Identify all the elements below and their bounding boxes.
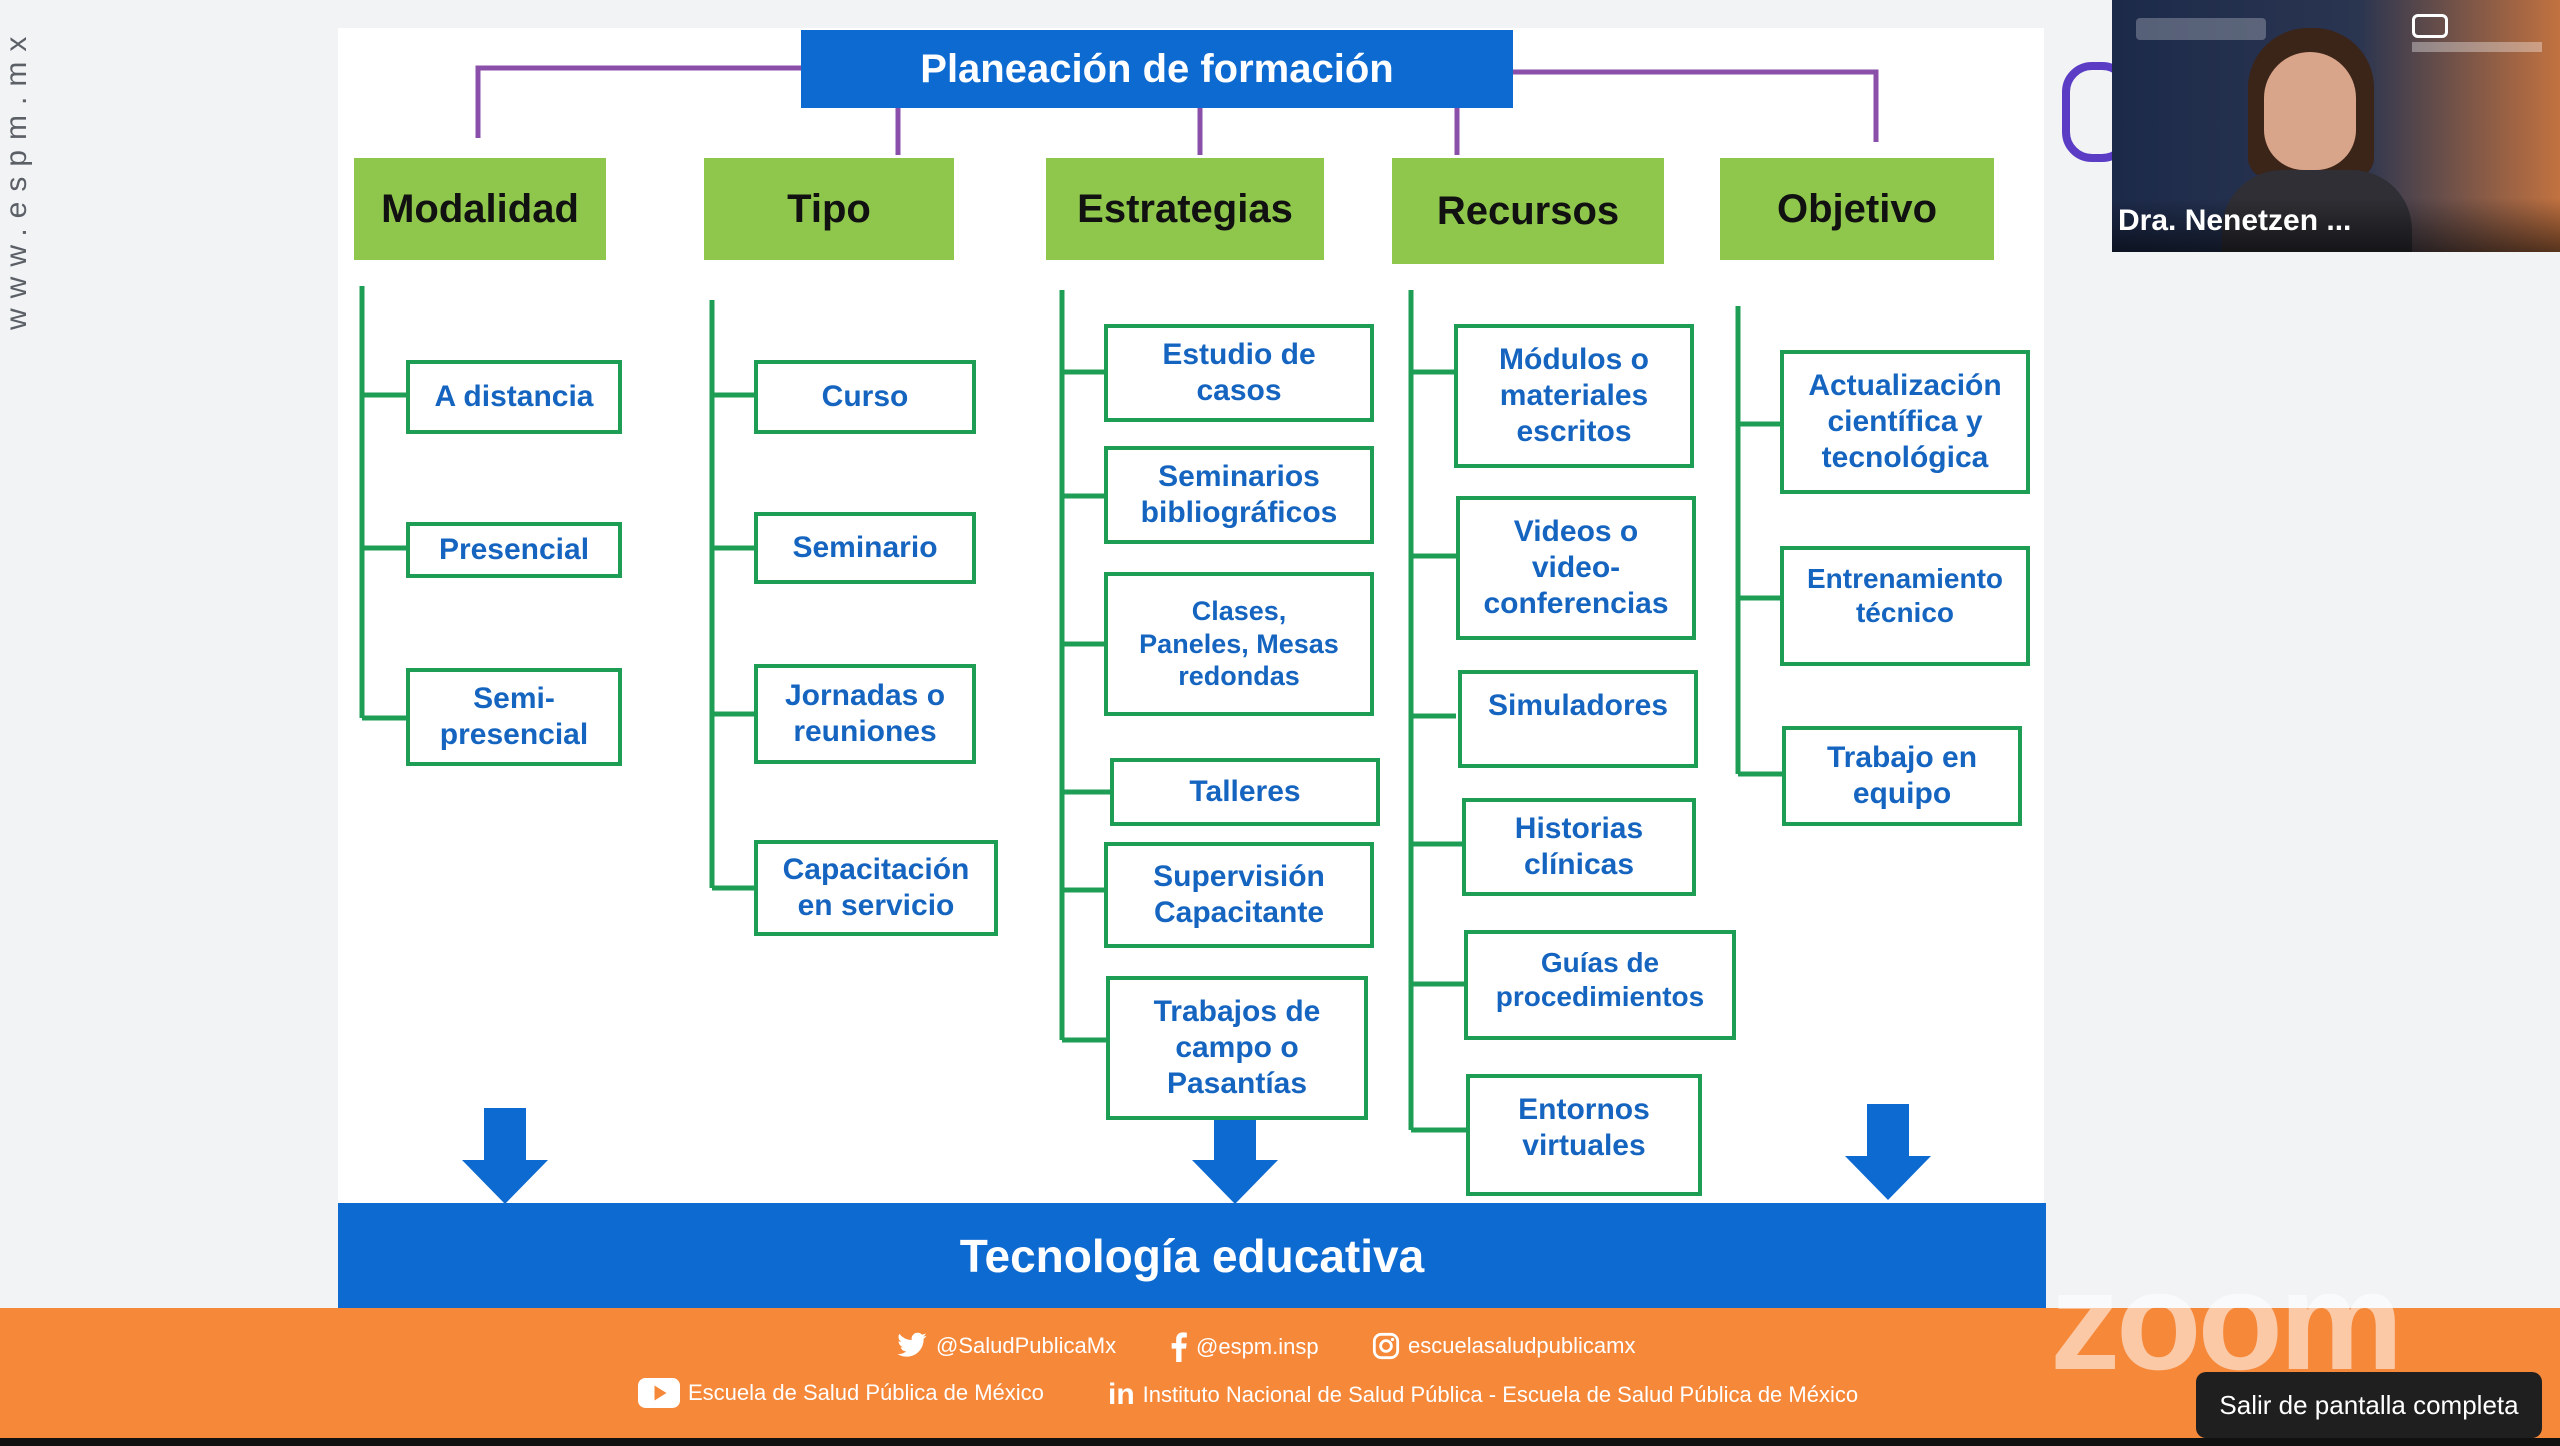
youtube-channel: Escuela de Salud Pública de México [688, 1380, 1044, 1405]
item-a-distancia: A distancia [406, 360, 622, 434]
item-actualizacion: Actualización científica y tecnológica [1780, 350, 2030, 494]
footer-twitter: @SaludPublicaMx [896, 1332, 1116, 1360]
exit-fullscreen-button[interactable]: Salir de pantalla completa [2196, 1372, 2542, 1438]
participant-face [2264, 52, 2356, 170]
down-arrow-right [1845, 1104, 1931, 1200]
header-recursos: Recursos [1392, 158, 1664, 264]
item-clases-paneles: Clases, Paneles, Mesas redondas [1104, 572, 1374, 716]
footer-bar: @SaludPublicaMx @espm.insp escuelasaludp… [0, 1308, 2560, 1438]
footer-linkedin: in Instituto Nacional de Salud Pública -… [1108, 1378, 1858, 1412]
item-talleres: Talleres [1110, 758, 1380, 826]
item-historias: Historias clínicas [1462, 798, 1696, 896]
column-connectors [359, 286, 1784, 1133]
header-modalidad: Modalidad [354, 158, 606, 260]
video-logo-icon [2412, 14, 2448, 38]
item-entornos: Entornos virtuales [1466, 1074, 1702, 1196]
video-logo-left [2136, 18, 2266, 40]
header-objetivo: Objetivo [1720, 158, 1994, 260]
youtube-icon [638, 1378, 680, 1408]
footer-facebook: @espm.insp [1170, 1332, 1319, 1362]
diagram-title: Planeación de formación [801, 30, 1513, 108]
twitter-icon [897, 1332, 927, 1357]
item-videos: Videos o video- conferencias [1456, 496, 1696, 640]
item-supervision: Supervisión Capacitante [1104, 842, 1374, 948]
footer-instagram: escuelasaludpublicamx [1372, 1332, 1635, 1360]
linkedin-icon: in [1108, 1378, 1135, 1411]
item-seminario: Seminario [754, 512, 976, 584]
down-arrows [462, 1104, 1931, 1204]
linkedin-page: Instituto Nacional de Salud Pública - Es… [1142, 1382, 1859, 1407]
video-name-shade [2112, 198, 2560, 252]
item-presencial: Presencial [406, 522, 622, 578]
facebook-icon [1171, 1332, 1187, 1362]
item-curso: Curso [754, 360, 976, 434]
item-entrenamiento: Entrenamiento técnico [1780, 546, 2030, 666]
facebook-handle: @espm.insp [1196, 1334, 1319, 1359]
video-logo-right [2412, 42, 2542, 52]
header-estrategias: Estrategias [1046, 158, 1324, 260]
title-connectors [475, 65, 1879, 155]
item-estudio-casos: Estudio de casos [1104, 324, 1374, 422]
item-trabajos-campo: Trabajos de campo o Pasantías [1106, 976, 1368, 1120]
header-tipo: Tipo [704, 158, 954, 260]
item-trabajo-equipo: Trabajo en equipo [1782, 726, 2022, 826]
down-arrow-center [1192, 1108, 1278, 1204]
footer-youtube: Escuela de Salud Pública de México [638, 1378, 1044, 1408]
item-simuladores: Simuladores [1458, 670, 1698, 768]
item-capacitacion: Capacitación en servicio [754, 840, 998, 936]
down-arrow-left [462, 1108, 548, 1204]
item-seminarios-bibliograficos: Seminarios bibliográficos [1104, 446, 1374, 544]
instagram-handle: escuelasaludpublicamx [1408, 1333, 1636, 1358]
participant-name: Dra. Nenetzen ... [2118, 204, 2352, 237]
item-jornadas: Jornadas o reuniones [754, 664, 976, 764]
participant-video-tile[interactable]: Dra. Nenetzen ... [2112, 0, 2560, 252]
item-modulos: Módulos o materiales escritos [1454, 324, 1694, 468]
item-semipresencial: Semi- presencial [406, 668, 622, 766]
instagram-icon [1372, 1332, 1400, 1360]
screen-bottom-edge [0, 1438, 2560, 1446]
tecnologia-educativa-bar: Tecnología educativa [338, 1203, 2046, 1309]
twitter-handle: @SaludPublicaMx [936, 1333, 1117, 1358]
item-guias: Guías de procedimientos [1464, 930, 1736, 1040]
